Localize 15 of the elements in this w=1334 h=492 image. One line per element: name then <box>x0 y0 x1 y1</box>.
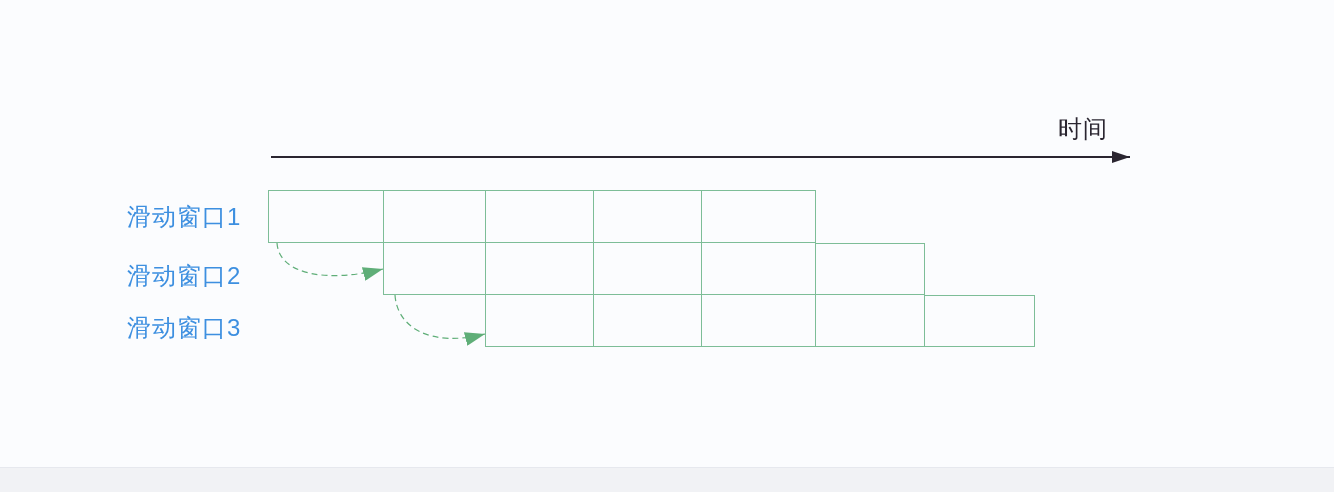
dashed-arrow <box>394 294 486 345</box>
row-label: 滑动窗口3 <box>127 316 242 340</box>
row-label: 滑动窗口1 <box>127 205 242 229</box>
dashed-arrow <box>276 242 384 281</box>
window-cell <box>268 190 384 243</box>
window-cell <box>924 295 1035 347</box>
window-cell <box>383 190 486 243</box>
window-cell <box>815 243 925 295</box>
window-cell <box>485 295 594 347</box>
window-cell <box>593 190 702 243</box>
axis-label: 时间 <box>1058 117 1108 141</box>
window-cell <box>383 243 486 295</box>
window-cell <box>485 190 594 243</box>
row-label: 滑动窗口2 <box>127 264 242 288</box>
window-cell <box>701 190 816 243</box>
